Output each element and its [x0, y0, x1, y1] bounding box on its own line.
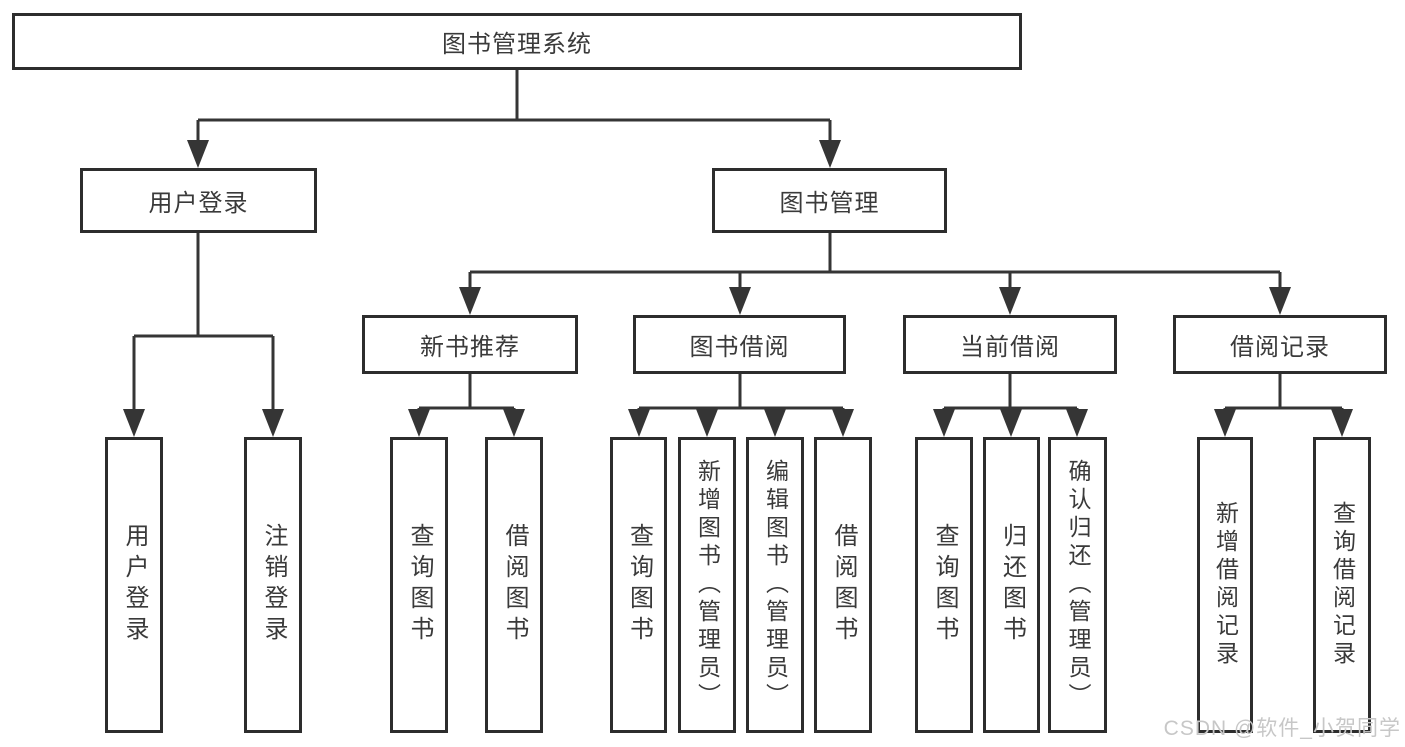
- node-book-management: 图书管理: [712, 168, 947, 233]
- node-book-borrowing: 图书借阅: [633, 315, 846, 374]
- node-user-login: 用户登录: [80, 168, 317, 233]
- leaf-return-books: 归还图书: [983, 437, 1040, 733]
- node-current-borrowing: 当前借阅: [903, 315, 1117, 374]
- leaf-query-books-borrowing: 查询图书: [610, 437, 667, 733]
- leaf-edit-book-admin: 编辑图书（管理员）: [746, 437, 804, 733]
- leaf-query-books-current: 查询图书: [915, 437, 973, 733]
- leaf-borrow-books-borrowing: 借阅图书: [814, 437, 872, 733]
- node-root: 图书管理系统: [12, 13, 1022, 70]
- node-borrowing-records: 借阅记录: [1173, 315, 1387, 374]
- leaf-borrow-books-recommend: 借阅图书: [485, 437, 543, 733]
- leaf-confirm-return-admin: 确认归还（管理员）: [1048, 437, 1107, 733]
- leaf-query-borrow-record: 查询借阅记录: [1313, 437, 1371, 733]
- leaf-query-books-recommend: 查询图书: [390, 437, 448, 733]
- leaf-user-login: 用户登录: [105, 437, 163, 733]
- leaf-logout-login: 注销登录: [244, 437, 302, 733]
- arrowheads: [123, 140, 1353, 437]
- node-new-book-recommend: 新书推荐: [362, 315, 578, 374]
- watermark: CSDN @软件_小贺同学: [1163, 717, 1401, 740]
- leaf-add-book-admin: 新增图书（管理员）: [678, 437, 736, 733]
- leaf-add-borrow-record: 新增借阅记录: [1197, 437, 1253, 733]
